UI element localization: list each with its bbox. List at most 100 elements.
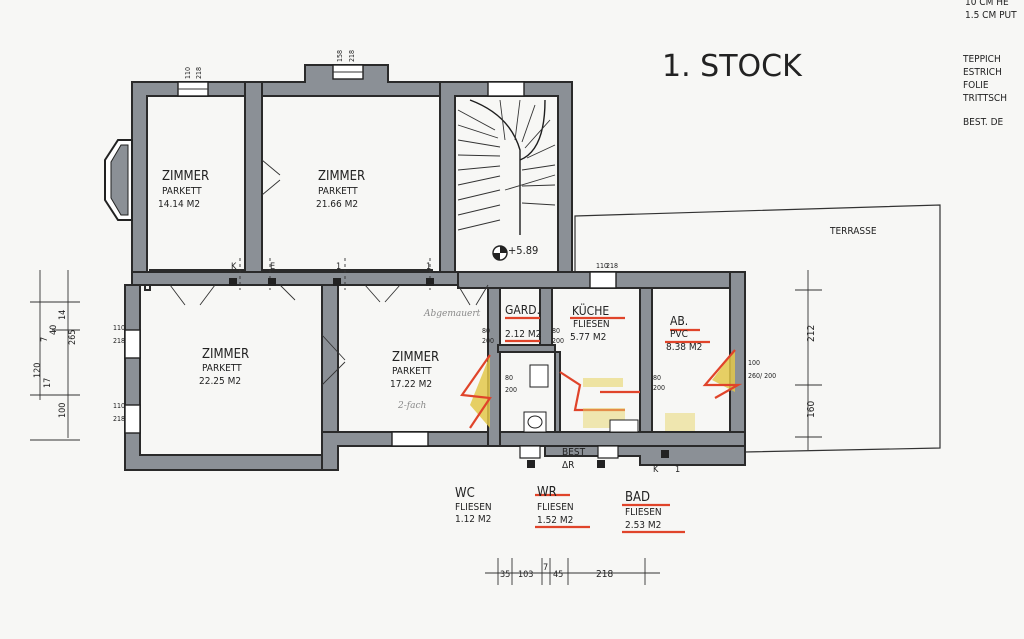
svg-text:AB.: AB. [670,314,688,328]
win-label-218c: 218 [113,337,125,345]
dim-80b: 80 [552,327,560,335]
dim-left-265: 265 [68,330,78,345]
dim-200a: 200 [482,337,494,345]
svg-text:PVC: PVC [670,329,688,340]
room-ab: AB. PVC 8.38 M2 [666,314,702,353]
room-zimmer-1: ZIMMER PARKETT 14.14 M2 [158,169,209,210]
room-kueche: KÜCHE FLIESEN 5.77 M2 [570,302,610,343]
svg-text:GARD.: GARD. [505,303,540,317]
dim-bottom-45: 45 [553,570,563,580]
dim-80c: 80 [653,374,661,382]
room-wc: WC FLIESEN 1.12 M2 [455,486,492,525]
legend-notes: 10 CM HE 1.5 CM PUT TEPPICH ESTRICH FOLI… [962,0,1017,128]
marker-1a: 1 [336,262,341,272]
svg-text:PARKETT: PARKETT [392,366,432,377]
note-2fach: 2-fach [397,401,426,411]
win-label-110: 110 [184,67,192,79]
win-label-158: 158 [336,50,344,62]
win-label-218d: 218 [113,415,125,423]
dim-bottom-7: 7 [543,563,548,573]
note-5: FOLIE [963,80,989,91]
dim-bottom-35: 35 [500,570,510,580]
room-gard: GARD. 2.12 M2 [505,303,541,340]
marker-12: 1 [675,465,680,475]
svg-text:PARKETT: PARKETT [318,186,358,197]
dim-260: 260/ 200 [748,372,776,380]
svg-text:22.25 M2: 22.25 M2 [199,376,241,387]
svg-text:ZIMMER: ZIMMER [318,169,365,184]
note-4: ESTRICH [963,67,1002,78]
svg-text:WR: WR [537,485,557,500]
dim-right-160: 160 [806,401,817,418]
note-7: BEST. DE [963,117,1004,128]
dim-218k: 218 [606,262,618,270]
red-markings [460,316,743,534]
svg-text:FLIESEN: FLIESEN [537,502,574,513]
windows: 110 218 158 218 110 218 110 218 [113,50,619,459]
marker-1b: 1 [426,262,431,272]
win-label-110b: 110 [113,324,125,332]
dims-left: 14 40 7 265 120 17 100 [30,270,80,441]
terrace: TERRASSE 212 160 [574,204,941,453]
svg-text:1.52 M2: 1.52 M2 [537,515,573,526]
svg-text:FLIESEN: FLIESEN [573,319,610,330]
dim-200d: 200 [505,386,517,394]
service-dims: 80 200 80 200 80 200 100 260/ 200 80 200… [482,262,776,394]
svg-text:FLIESEN: FLIESEN [625,507,662,518]
svg-text:FLIESEN: FLIESEN [455,502,492,513]
dims-bottom: 35 103 7 45 218 [485,558,660,585]
dim-200c: 200 [653,384,665,392]
svg-text:5.77 M2: 5.77 M2 [570,332,606,343]
terrace-label: TERRASSE [829,226,877,237]
fixtures: BEST ΔR [523,364,639,471]
dim-80d: 80 [505,374,513,382]
svg-text:KÜCHE: KÜCHE [572,302,609,318]
room-zimmer-2: ZIMMER PARKETT 21.66 M2 [316,169,365,210]
dim-left-100: 100 [58,403,68,418]
walls [124,64,746,471]
svg-text:17.22 M2: 17.22 M2 [390,379,432,390]
ar-label: ΔR [562,460,574,471]
room-wr: WR FLIESEN 1.52 M2 [537,485,574,526]
dim-100: 100 [748,359,760,367]
dim-left-120: 120 [33,363,43,378]
svg-text:ZIMMER: ZIMMER [202,347,249,362]
svg-text:PARKETT: PARKETT [162,186,202,197]
svg-text:14.14 M2: 14.14 M2 [158,199,200,210]
note-abgemauert: Abgemauert [423,309,481,319]
note-6: TRITTSCH [962,93,1007,104]
plan-title: 1. STOCK [662,49,803,84]
marker-e: E [270,262,275,272]
svg-text:PARKETT: PARKETT [202,363,242,374]
note-1: 10 CM HE [965,0,1009,8]
dim-bottom-218: 218 [596,569,613,580]
win-label-218: 218 [195,67,203,79]
svg-text:2.53 M2: 2.53 M2 [625,520,661,531]
room-labels: ZIMMER PARKETT 14.14 M2 ZIMMER PARKETT 2… [158,169,702,531]
dim-bottom-103: 103 [518,570,533,580]
pencil-notes: Abgemauert 2-fach [397,309,481,411]
svg-text:1.12 M2: 1.12 M2 [455,514,491,525]
svg-text:WC: WC [455,486,475,501]
room-zimmer-4: ZIMMER PARKETT 17.22 M2 [390,350,439,390]
dim-110k: 110 [596,262,608,270]
dim-80a: 80 [482,327,490,335]
svg-text:8.38 M2: 8.38 M2 [666,342,702,353]
dim-left-40: 40 [49,325,59,335]
note-2: 1.5 CM PUT [965,10,1017,21]
win-label-110c: 110 [113,402,125,410]
dim-left-17: 17 [43,378,53,388]
note-3: TEPPICH [962,54,1001,65]
dim-200b: 200 [552,337,564,345]
dim-right-212: 212 [806,325,817,342]
room-bad: BAD FLIESEN 2.53 M2 [625,490,662,531]
svg-text:ZIMMER: ZIMMER [392,350,439,365]
staircase: +5.89 [457,99,556,261]
svg-text:ZIMMER: ZIMMER [162,169,209,184]
marker-k2: K [653,465,659,475]
best-label: BEST [562,447,586,458]
win-label-218b: 218 [348,50,356,62]
elevation-label: +5.89 [508,244,538,257]
